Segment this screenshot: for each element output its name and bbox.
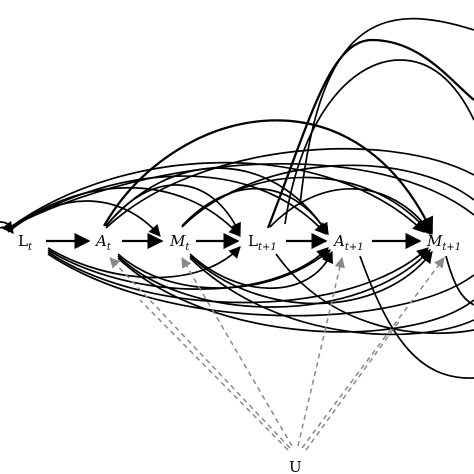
- edge-lt1-mt1-above: [269, 188, 433, 235]
- edge-mt-below-2: [189, 251, 433, 305]
- node-mt1: Mt+1: [426, 232, 461, 253]
- edge-u-at: [109, 257, 291, 449]
- edge-at-below-2: [117, 249, 431, 308]
- edge-u-left-far: [139, 299, 289, 451]
- edge-lt1-top-exit: [266, 38, 474, 229]
- edge-mt-above-exit: [181, 164, 474, 228]
- edge-incoming-lt-1: [0, 220, 14, 234]
- edge-mt1-below-exit: [445, 255, 474, 306]
- node-mt1-main: M: [426, 232, 443, 250]
- edge-u-mt: [181, 257, 293, 447]
- edge-lt-below-exit: [47, 253, 474, 317]
- edge-at-at1-above: [105, 167, 329, 235]
- edge-at-above-exit: [105, 147, 474, 229]
- node-mt: Mt: [169, 232, 190, 253]
- node-at-main: A: [94, 232, 107, 250]
- edge-at1-bottom-loop: [359, 255, 474, 379]
- node-at1-main: A: [332, 232, 345, 250]
- node-at-sub: t: [107, 242, 112, 253]
- edge-lt-lt1-above: [7, 187, 241, 237]
- edge-lt-above-exit: [7, 163, 474, 229]
- edge-lt-below-3: [47, 247, 429, 304]
- edge-mt-at1-above: [181, 187, 329, 235]
- node-lt1-main: L: [248, 232, 258, 250]
- node-at: At: [94, 232, 112, 253]
- edge-lt-below-1: [47, 246, 241, 279]
- edge-lt1-below-exit: [275, 253, 474, 335]
- node-lt-main: L: [18, 232, 28, 250]
- node-at1: At+1: [332, 232, 364, 253]
- edge-lt-below-2: [47, 247, 329, 290]
- edge-mt-below-exit: [189, 257, 474, 336]
- edge-at-mt1-above: [103, 119, 434, 234]
- node-lt: Lt: [18, 232, 33, 253]
- node-mt-sub: t: [185, 242, 190, 253]
- node-mt1-sub: t+1: [442, 242, 461, 253]
- node-at1-sub: t+1: [345, 242, 364, 253]
- edge-mt-below-1: [189, 250, 333, 290]
- edge-lt-mt1-above: [7, 161, 425, 233]
- node-lt1: Lt+1: [248, 232, 277, 253]
- edge-at-below-1: [117, 249, 331, 289]
- node-lt1-sub: t+1: [258, 242, 277, 253]
- node-u-main: U: [289, 458, 302, 474]
- node-lt-sub: t: [28, 242, 33, 253]
- edge-u-right-far: [305, 319, 401, 451]
- edge-top-loop: [299, 17, 474, 206]
- node-u: U: [289, 458, 302, 474]
- edge-u-mt1: [301, 257, 445, 449]
- edge-lt-mt-above: [7, 200, 161, 237]
- edge-top-loop-2: [284, 59, 474, 225]
- node-mt-main: M: [169, 232, 186, 250]
- edge-at-below-exit: [117, 257, 474, 333]
